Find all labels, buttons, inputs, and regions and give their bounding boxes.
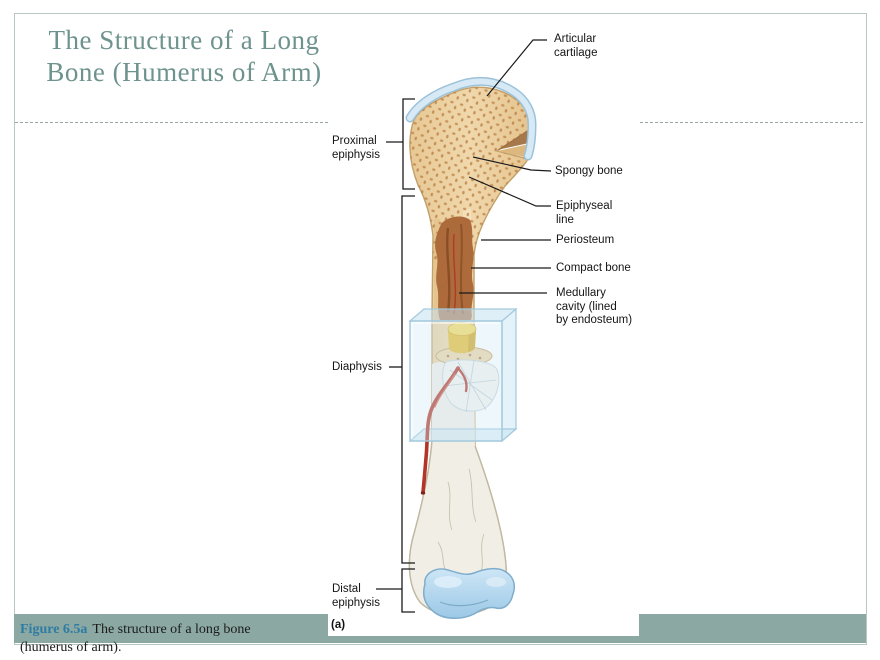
- articular-cartilage-cap: [405, 76, 537, 161]
- bracket-distal-epiphysis: [401, 568, 415, 613]
- slide-title: The Structure of a Long Bone (Humerus of…: [46, 25, 322, 87]
- slide-border: [14, 13, 867, 645]
- nutrient-artery: [420, 366, 468, 495]
- label-epiphyseal-line: Epiphyseal line: [556, 200, 613, 226]
- label-medullary-cavity: Medullary cavity (lined by endosteum): [556, 287, 633, 326]
- leader-lines: [459, 39, 552, 294]
- notch-upper-face: [497, 129, 530, 150]
- leader-articular-cartilage: [486, 39, 547, 97]
- bracket-diaphysis: [401, 195, 415, 564]
- label-proximal-epiphysis: Proximal epiphysis: [332, 135, 380, 161]
- caption-line1: The structure of a long bone: [92, 622, 251, 637]
- distal-cartilage-condyles: [422, 567, 516, 619]
- label-articular-cartilage: Articular cartilage: [554, 33, 598, 59]
- yellow-marrow: [447, 322, 477, 354]
- panel-letter-tag: (a): [331, 619, 346, 631]
- medullary-cavity-shape: [435, 216, 474, 320]
- leader-spongy-bone: [472, 156, 552, 172]
- leader-epiphyseal-line: [468, 176, 551, 207]
- caption-line2: (humerus of arm).: [20, 640, 122, 655]
- cutaway-box-highlight: [411, 322, 500, 439]
- label-distal-epiphysis: Distal epiphysis: [332, 583, 380, 609]
- notch-lower-face: [497, 144, 530, 158]
- bracket-proximal-epiphysis: [402, 98, 415, 190]
- cutaway-box-front: [409, 320, 503, 442]
- figure-number: Figure 6.5a: [20, 622, 88, 637]
- label-periosteum: Periosteum: [556, 234, 615, 246]
- label-compact-bone: Compact bone: [556, 262, 631, 274]
- region-brackets: [376, 98, 415, 613]
- label-spongy-bone: Spongy bone: [555, 165, 623, 177]
- diagram-panel: [328, 14, 639, 636]
- label-diaphysis: Diaphysis: [332, 361, 382, 373]
- bone-illustration: [376, 39, 552, 619]
